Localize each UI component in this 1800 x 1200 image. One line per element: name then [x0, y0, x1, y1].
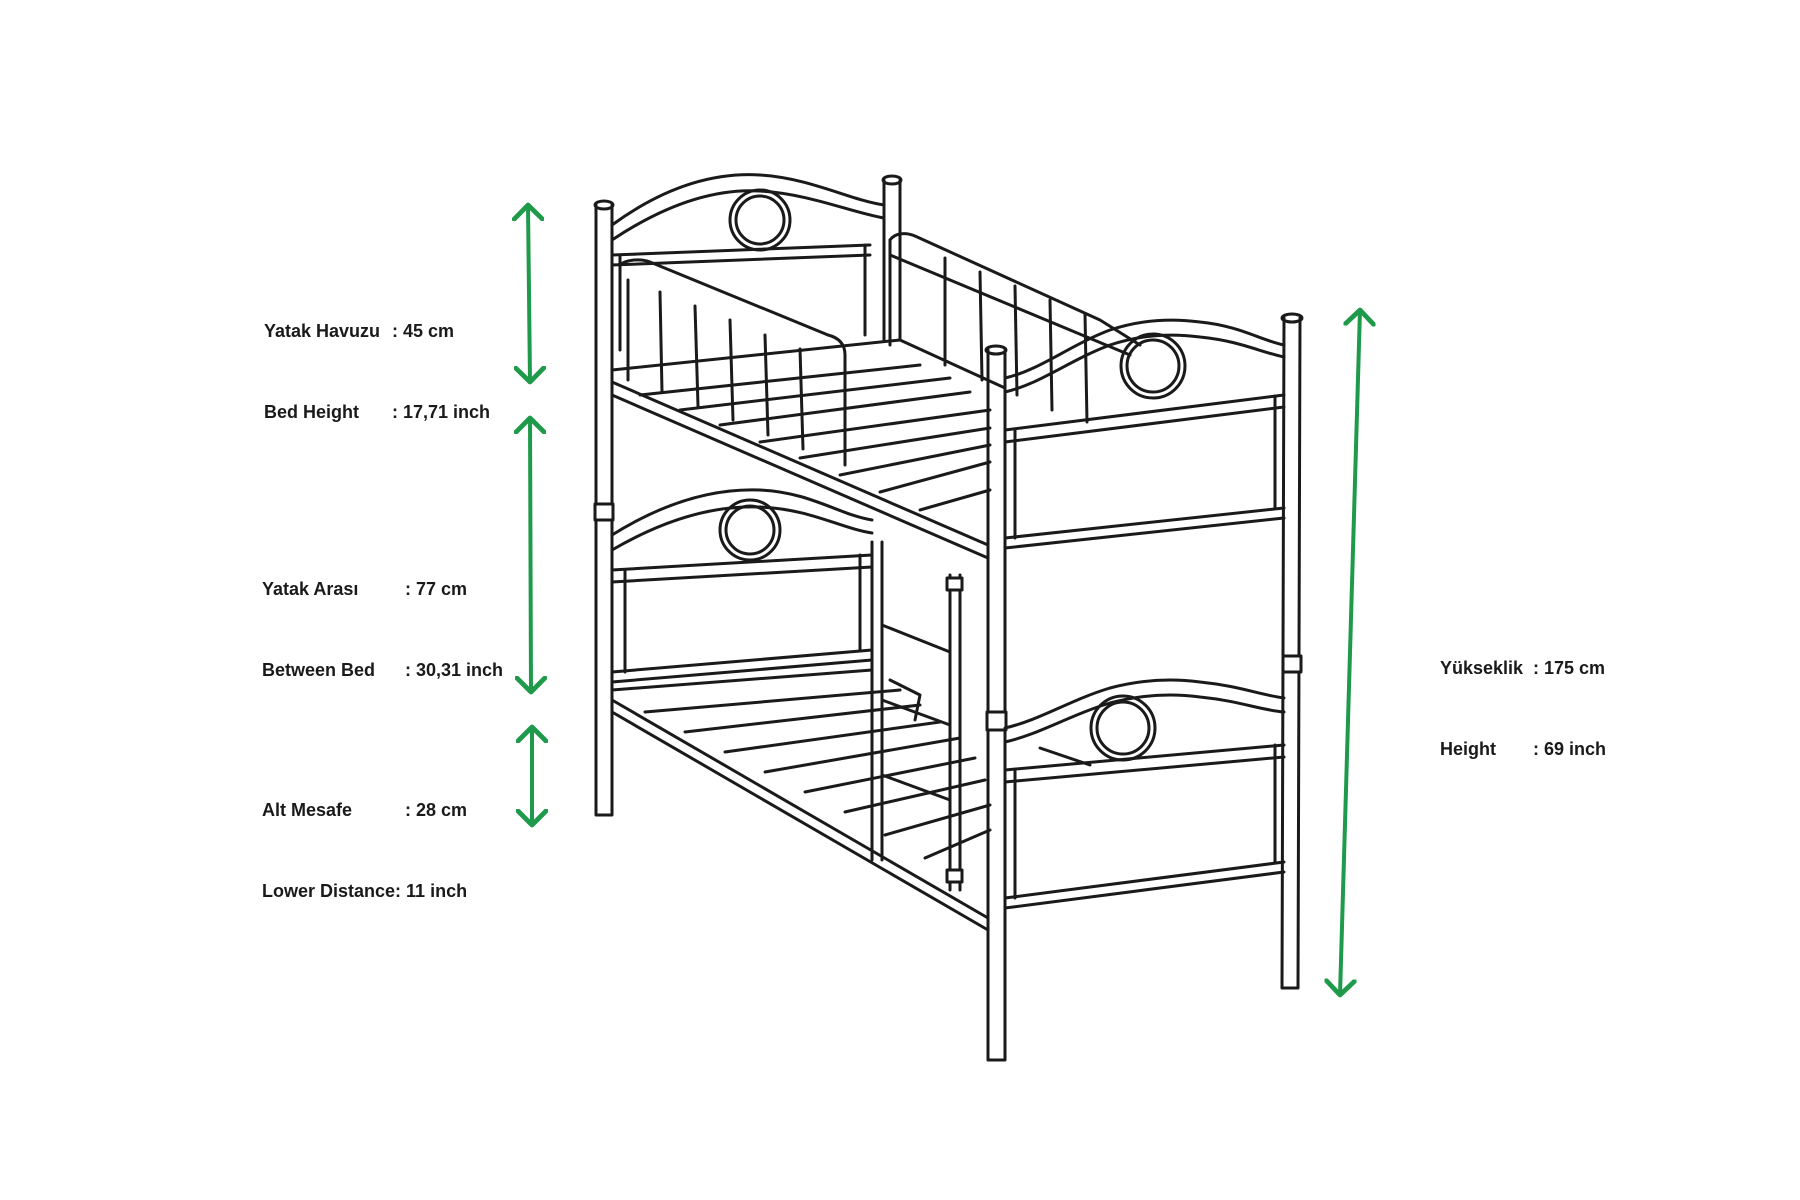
upper-front-footboard [1003, 318, 1286, 550]
total-height-label: Yükseklik : 175 cm Height : 69 inch [1440, 601, 1606, 790]
lower-distance-en-key: Lower Distance [262, 881, 396, 901]
lower-distance-label: Alt Mesafe : 28 cm Lower Distance: 11 inc… [262, 743, 467, 932]
between-bed-label: Yatak Arası : 77 cm Between Bed : 30,31 in… [262, 522, 503, 711]
lower-bed-frame [610, 668, 1092, 932]
upper-guard-rail-right [888, 232, 1142, 424]
total-height-tr-value: : 175 cm [1533, 658, 1606, 678]
between-bed-tr-key: Yatak Arası [262, 579, 359, 599]
between-bed-en-key: Between Bed [262, 660, 376, 680]
bed-height-label: Yatak Havuzu : 45 cm Bed Height : 17,71 in… [264, 264, 490, 453]
between-bed-en-value: : 30,31 inch [405, 660, 504, 680]
upper-bed-frame [610, 338, 1007, 560]
front-left-post [984, 344, 1008, 1062]
lower-distance-tr-value: : 28 cm [405, 800, 468, 820]
upper-back-headboard [610, 173, 886, 352]
total-height-en-value: : 69 inch [1533, 739, 1607, 759]
lower-distance-tr-key: Alt Mesafe [262, 800, 353, 820]
total-height-tr-key: Yükseklik [1440, 658, 1524, 678]
dimension-arrows [528, 205, 1360, 995]
upper-guard-rail-back [618, 258, 847, 467]
lower-back-headboard [610, 488, 874, 684]
total-height-en-key: Height [1440, 739, 1496, 759]
back-left-post [593, 199, 615, 817]
bed-height-arrow [528, 205, 530, 382]
bed-height-en-key: Bed Height [264, 402, 360, 422]
between-bed-tr-value: : 77 cm [405, 579, 468, 599]
lower-front-footboard [1003, 678, 1286, 910]
between-bed-arrow [530, 418, 531, 692]
lower-distance-en-value: : 11 inch [395, 881, 468, 901]
total-height-arrow [1340, 310, 1360, 995]
bunk-bed-drawing [593, 173, 1304, 1062]
bed-height-en-value: : 17,71 inch [392, 402, 491, 422]
front-right-post [1280, 312, 1304, 990]
bed-height-tr-value: : 45 cm [392, 321, 455, 341]
bed-height-tr-key: Yatak Havuzu [264, 321, 381, 341]
